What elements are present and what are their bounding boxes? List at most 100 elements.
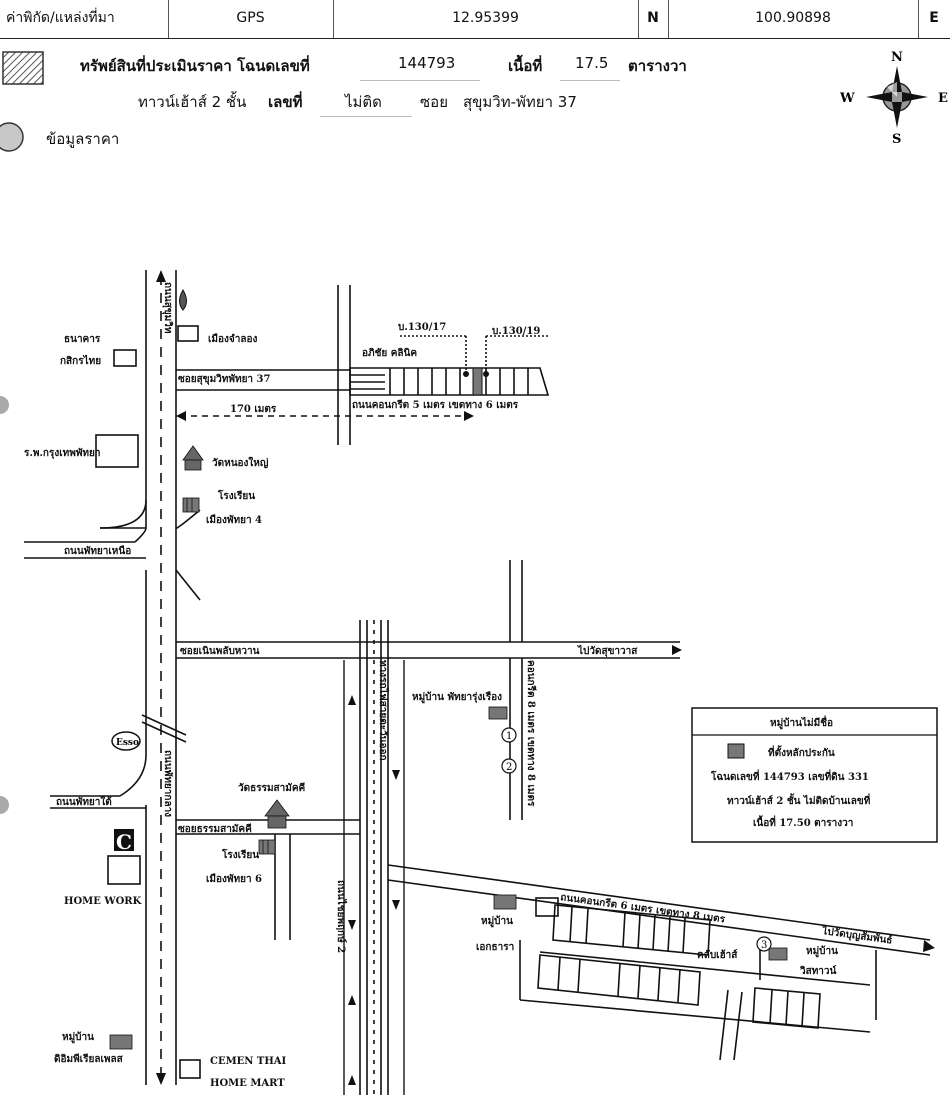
map-label: เมืองจำลอง (208, 333, 258, 345)
map-label: ถนนพัทยากลาง (162, 750, 174, 817)
marker-1-label: 1 (506, 731, 512, 742)
area-label: เนื้อที่ (508, 57, 543, 75)
map-label: 170 เมตร (230, 404, 277, 415)
map-label: ธนาคาร (64, 334, 101, 345)
svg-text:C: C (116, 830, 132, 854)
binder-hole (0, 396, 9, 414)
legend-swatch (727, 743, 745, 759)
school-icon (182, 497, 200, 513)
binder-hole (0, 796, 9, 814)
map-label: อภิชัย คลินิค (362, 347, 417, 359)
marker-3-label: 3 (761, 940, 767, 951)
temple-icon (182, 445, 204, 471)
compass-n: N (891, 50, 903, 65)
map-label: ถนนพัทยาใต้ (56, 795, 112, 808)
marker-2-label: 2 (506, 762, 512, 773)
map-label: บ.130/19 (492, 326, 540, 337)
map-label: ไปวัดบุญสัมพันธ์ (821, 924, 894, 947)
map-label: ถนนพัทยาเหนือ (64, 545, 131, 557)
map-label: หมู่บ้าน (481, 915, 513, 928)
house-no: ไม่ติด (345, 93, 382, 111)
landmark-icon (179, 289, 187, 311)
map-label: CEMEN THAI (210, 1056, 287, 1067)
coordinates-header: ค่าพิกัด/แหล่งที่มา GPS 12.95399 N 100.9… (0, 0, 950, 39)
marker-3 (756, 936, 772, 952)
map-label: หมู่บ้าน (806, 945, 838, 958)
map-label: บ.130/17 (398, 322, 446, 333)
deed-number: 144793 (398, 54, 456, 72)
map-label: หมู่บ้าน (62, 1031, 94, 1044)
divider (918, 0, 919, 38)
coord-source: GPS (236, 10, 265, 26)
school-icon (258, 839, 276, 855)
map-label: ถนนสุขุมวิท (162, 282, 174, 334)
longitude-dir: E (929, 10, 939, 26)
soi-label: ซอย (420, 93, 448, 111)
map-label: เมืองพัทยา 4 (206, 514, 262, 526)
location-map: Esso C 1 2 3 ถนนสุขุมวิท เมืองจำลอง ธนาค… (24, 270, 938, 1095)
map-legend: หมู่บ้านไม่มีชื่อ ที่ตั้งหลักประกัน โฉนด… (691, 707, 938, 843)
area-value: 17.5 (575, 54, 609, 72)
map-label: ทางรถไฟสายตะวันออก (377, 660, 390, 761)
lot-dot (483, 371, 489, 377)
underline (320, 116, 412, 117)
map-label: ซอยเนินพลับหวาน (180, 645, 260, 657)
latitude-value: 12.95399 (452, 10, 519, 26)
map-label: คอนกรีต 8 เมตร เขตทาง 8 เมตร (525, 660, 537, 807)
legend-label: ที่ตั้งหลักประกัน (768, 745, 835, 759)
marker-1 (501, 727, 517, 743)
hatch-swatch-icon (2, 51, 44, 85)
asset-title: ทรัพย์สินที่ประเมินราคา โฉนดเลขที่ (80, 57, 310, 75)
legend-line: โฉนดเลขที่ 144793 เลขที่ดิน 331 (710, 769, 869, 783)
subject-lot-marker (472, 367, 483, 396)
village-icon (493, 894, 517, 910)
svg-text:Esso: Esso (116, 738, 139, 748)
price-circle-icon (0, 122, 24, 152)
village-icon (768, 947, 788, 961)
map-label: HOME WORK (64, 896, 142, 907)
legend-title: หมู่บ้านไม่มีชื่อ (770, 715, 833, 730)
asset-type: ทาวน์เฮ้าส์ 2 ชั้น (138, 93, 247, 111)
house-no-label: เลขที่ (268, 93, 303, 111)
map-label: ถนนคอนกรีต 5 เมตร เขตทาง 6 เมตร (352, 399, 519, 411)
map-label: วัดธรรมสามัคคี (238, 782, 306, 794)
village-icon (109, 1034, 133, 1050)
legend-line: เนื้อที่ 17.50 ตารางวา (753, 815, 853, 829)
map-label: วัดหนองใหญ่ (212, 456, 269, 469)
temple-icon (264, 799, 290, 829)
coord-label: ค่าพิกัด/แหล่งที่มา (6, 10, 115, 26)
village-icon (488, 706, 508, 720)
soi-name: สุขุมวิท-พัทยา 37 (463, 93, 577, 111)
map-label: หมู่บ้าน พัทยารุ่งเรือง (412, 691, 502, 704)
compass-e: E (938, 91, 948, 106)
map-label: ซอยธรรมสามัคคี (178, 823, 252, 835)
map-label: กสิกรไทย (60, 354, 101, 367)
price-info-label: ข้อมูลราคา (46, 130, 120, 148)
store-logo-icon: C (114, 829, 134, 854)
compass-w: W (839, 91, 855, 106)
lot-dot (463, 371, 469, 377)
divider (168, 0, 169, 38)
marker-2 (501, 758, 517, 774)
map-label: ดิอิมพีเรียลเพลส (54, 1053, 124, 1065)
divider (668, 0, 669, 38)
compass-icon: N S W E (839, 50, 948, 146)
underline (360, 80, 480, 81)
compass-s: S (892, 132, 901, 146)
map-label: คลับเฮ้าส์ (697, 949, 738, 961)
map-label: ไปวัดสุขาวาส (577, 644, 638, 657)
map-label: วิสทาวน์ (800, 965, 837, 977)
latitude-dir: N (647, 10, 659, 26)
map-label: โรงเรียน (221, 848, 259, 861)
divider (333, 0, 334, 38)
longitude-value: 100.90898 (755, 10, 831, 26)
map-label: ร.พ.กรุงเทพพัทยา (24, 447, 101, 459)
esso-logo-icon: Esso (111, 731, 141, 751)
map-label: เอกธารา (476, 942, 514, 953)
underline (560, 80, 620, 81)
legend-line: ทาวน์เฮ้าส์ 2 ชั้น ไม่ติดบ้านเลขที่ (727, 793, 871, 807)
map-label: ถนนไชยพฤกษ์ 2 (335, 880, 348, 953)
map-label: เมืองพัทยา 6 (206, 873, 262, 885)
map-label: ซอยสุขุมวิทพัทยา 37 (178, 373, 270, 385)
map-label: โรงเรียน (217, 489, 255, 502)
